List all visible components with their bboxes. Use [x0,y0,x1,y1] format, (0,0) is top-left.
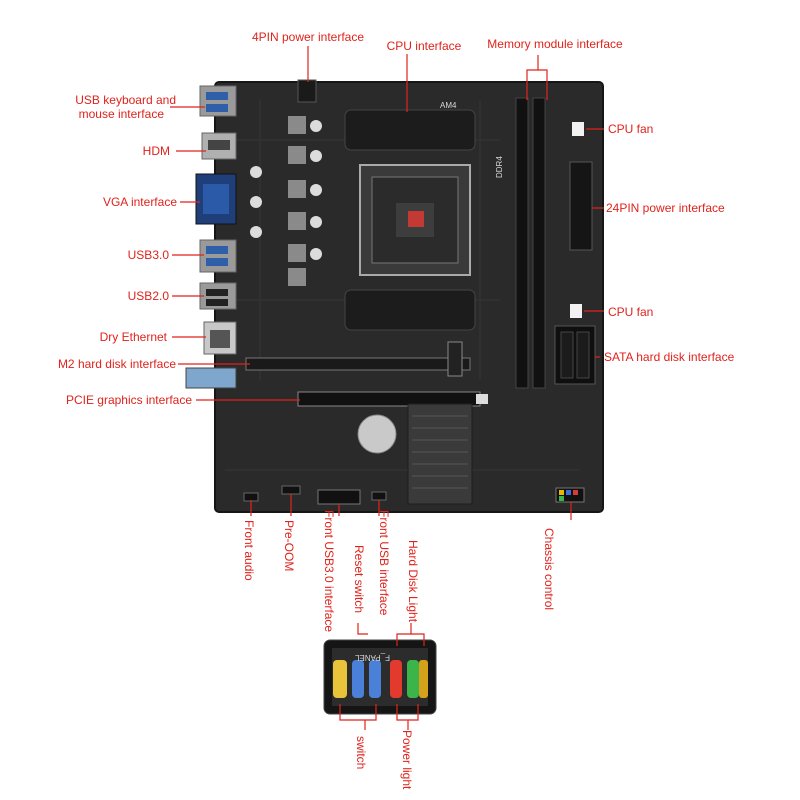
cpu-fan-header-bottom [570,304,582,318]
label-4pin-power: 4PIN power interface [252,30,364,44]
label-front-usb: Front USB interface [377,510,391,616]
pre-oom-header [281,485,301,495]
front-audio-header [243,492,259,502]
label-pcie: PCIE graphics interface [66,393,192,407]
memory-slots: DDR4 [495,97,546,389]
4pin-power-connector [297,79,317,103]
panel-marking: F_PANEL [354,653,390,662]
sata-ports [554,325,596,385]
label-sata: SATA hard disk interface [604,350,735,364]
cpu-fan-header-top [572,122,584,136]
m2-standoff [447,341,463,377]
cpu-socket: AM4 [344,101,476,331]
label-usb30: USB3.0 [128,248,170,262]
label-switch: switch [354,736,368,769]
vrm [250,116,322,286]
label-chassis-control: Chassis control [542,528,556,610]
label-power-light: Power light [400,730,414,790]
label-cpu-fan-bottom: CPU fan [608,305,653,319]
chipset-heatsink [407,403,473,505]
label-reset-switch: Reset switch [352,545,366,613]
label-front-usb30: Front USB3.0 interface [322,510,336,632]
label-usb20: USB2.0 [128,289,170,303]
label-hdm: HDM [143,144,170,158]
label-usb-keyboard-1: USB keyboard and [75,93,176,107]
label-dry-ethernet: Dry Ethernet [100,330,168,344]
front-usb30-header [317,489,361,505]
label-memory-module: Memory module interface [487,37,623,51]
memory-marking: DDR4 [495,156,504,178]
pcie-latch [476,394,488,404]
front-usb-header [371,491,387,501]
label-pre-oom: Pre-OOM [282,520,296,571]
leader-lines [170,46,604,730]
label-hdd-light: Hard Disk Light [406,540,420,623]
label-cpu-fan-top: CPU fan [608,122,653,136]
label-vga: VGA interface [103,195,177,209]
label-24pin-power: 24PIN power interface [606,201,725,215]
cmos-battery [357,414,397,454]
chassis-control-header [555,487,585,503]
m2-slot [245,357,471,371]
label-m2-disk: M2 hard disk interface [58,357,176,371]
label-front-audio: Front audio [242,520,256,581]
label-cpu-interface: CPU interface [387,39,462,53]
rear-io [185,85,237,389]
label-usb-keyboard-2: mouse interface [79,107,165,121]
front-panel-inset: F_PANEL [323,639,437,715]
24pin-power-connector [569,161,593,251]
socket-marking: AM4 [440,101,457,110]
